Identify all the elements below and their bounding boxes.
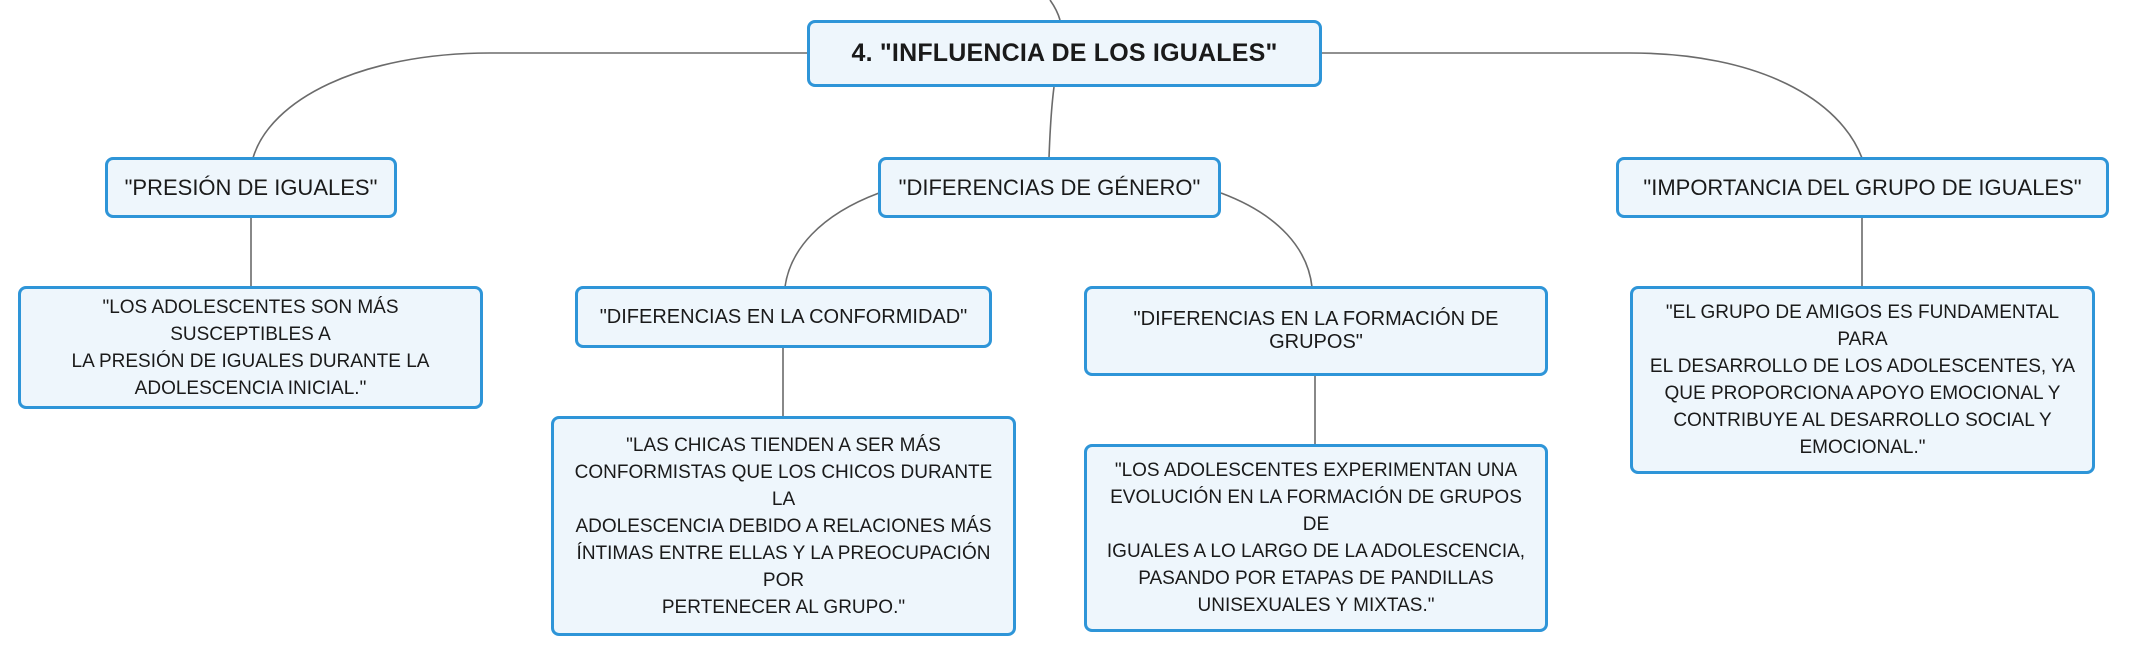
root-topic-node[interactable]: 4. "INFLUENCIA DE LOS IGUALES": [807, 20, 1322, 87]
connector-root-to-importancia: [1320, 52, 1863, 159]
branch-label-presion-de-iguales: "PRESIÓN DE IGUALES": [124, 174, 378, 200]
detail-text-presion-de-iguales: "LOS ADOLESCENTES SON MÁS SUSCEPTIBLES A…: [71, 296, 430, 399]
branch-label-importancia-del-grupo: "IMPORTANCIA DEL GRUPO DE IGUALES": [1643, 174, 2082, 200]
subtopic-node-diferencias-formacion[interactable]: "DIFERENCIAS EN LA FORMACIÓN DE GRUPOS": [1084, 286, 1548, 376]
detail-node-presion-de-iguales[interactable]: "LOS ADOLESCENTES SON MÁS SUSCEPTIBLES A…: [18, 286, 483, 409]
connector-offscreen-parent-to-root: [1049, 0, 1061, 21]
root-topic-label: 4. "INFLUENCIA DE LOS IGUALES": [851, 39, 1278, 67]
subtopic-node-diferencias-conformidad[interactable]: "DIFERENCIAS EN LA CONFORMIDAD": [575, 286, 992, 348]
detail-node-diferencias-formacion[interactable]: "LOS ADOLESCENTES EXPERIMENTAN UNA EVOLU…: [1084, 444, 1548, 632]
detail-text-diferencias-formacion: "LOS ADOLESCENTES EXPERIMENTAN UNA EVOLU…: [1106, 460, 1526, 616]
detail-text-importancia-del-grupo: "EL GRUPO DE AMIGOS ES FUNDAMENTAL PARA …: [1649, 302, 2076, 458]
connector-root-to-presion: [252, 52, 808, 159]
connector-genero-to-formacion: [1220, 192, 1313, 288]
branch-label-diferencias-de-genero: "DIFERENCIAS DE GÉNERO": [898, 174, 1201, 200]
subtopic-label-diferencias-formacion: "DIFERENCIAS EN LA FORMACIÓN DE GRUPOS": [1133, 308, 1499, 353]
branch-node-importancia-del-grupo[interactable]: "IMPORTANCIA DEL GRUPO DE IGUALES": [1616, 157, 2109, 218]
branch-node-diferencias-de-genero[interactable]: "DIFERENCIAS DE GÉNERO": [878, 157, 1221, 218]
detail-node-diferencias-conformidad[interactable]: "LAS CHICAS TIENDEN A SER MÁS CONFORMIST…: [551, 416, 1016, 636]
branch-node-presion-de-iguales[interactable]: "PRESIÓN DE IGUALES": [105, 157, 397, 218]
subtopic-label-diferencias-conformidad: "DIFERENCIAS EN LA CONFORMIDAD": [599, 305, 968, 328]
connector-root-to-genero: [1048, 86, 1055, 159]
detail-text-diferencias-conformidad: "LAS CHICAS TIENDEN A SER MÁS CONFORMIST…: [574, 434, 993, 618]
detail-node-importancia-del-grupo[interactable]: "EL GRUPO DE AMIGOS ES FUNDAMENTAL PARA …: [1630, 286, 2095, 474]
connector-genero-to-conformidad: [784, 192, 880, 288]
